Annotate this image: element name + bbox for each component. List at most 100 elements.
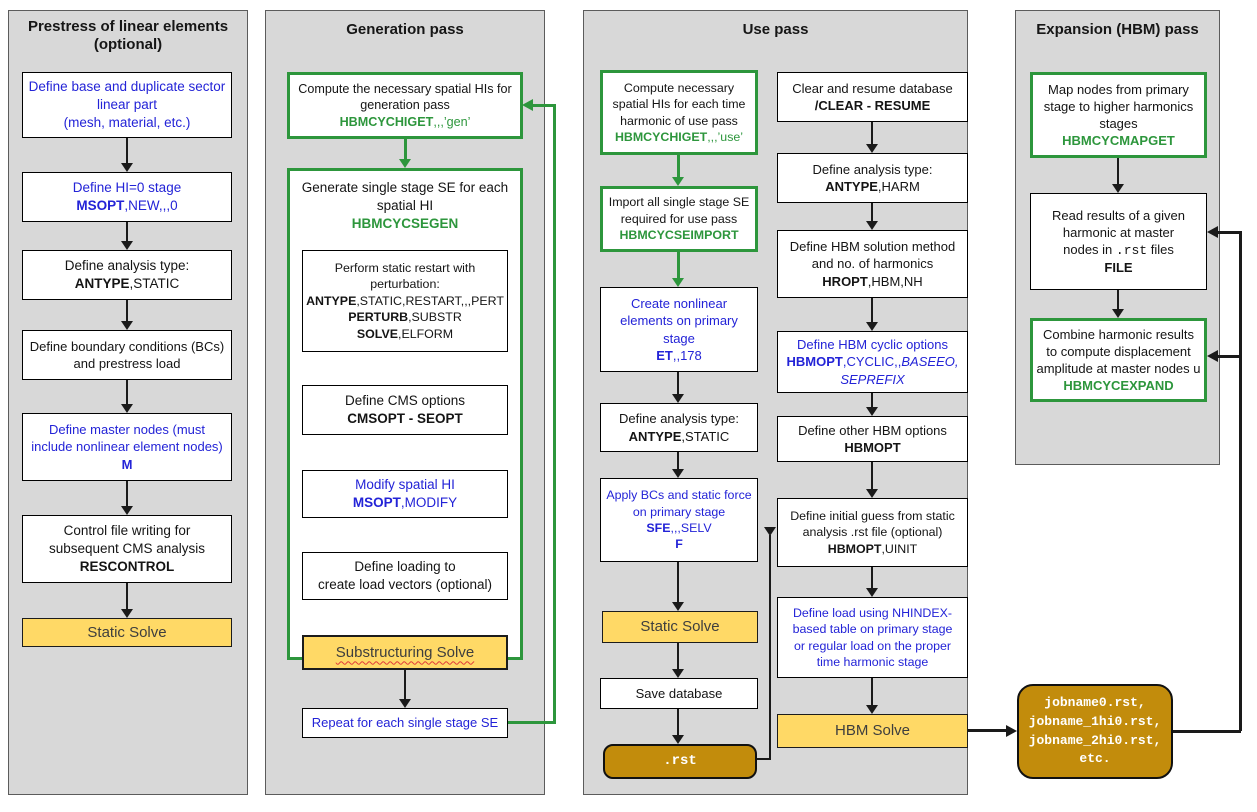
arrow-line: [871, 203, 873, 221]
arrow-down-icon: [866, 588, 878, 597]
arrow-line: [871, 298, 873, 322]
arrow-down-icon: [121, 506, 133, 515]
arrow-line: [871, 393, 873, 407]
arrow-down-icon: [866, 221, 878, 230]
arrow-down-icon: [672, 602, 684, 611]
loop-line-green: [508, 721, 555, 724]
box-save-database: Save database: [600, 678, 758, 709]
arrow-line: [677, 452, 679, 469]
arrow-down-icon: [672, 735, 684, 744]
box-hbm-solve: HBM Solve: [777, 714, 968, 748]
arrow-down-icon: [672, 177, 684, 186]
panel-title-expansion: Expansion (HBM) pass: [1036, 21, 1199, 38]
arrow-line-green: [404, 139, 407, 159]
feedback-line: [1173, 730, 1241, 733]
arrow-line: [677, 709, 679, 735]
arrow-right-icon: [1006, 725, 1017, 737]
arrow-line: [1117, 290, 1119, 309]
arrow-line: [677, 643, 679, 669]
arrow-line: [126, 138, 128, 163]
box-jobname-rst-files: jobname0.rst,jobname_1hi0.rst,jobname_2h…: [1017, 684, 1173, 779]
arrow-down-icon: [672, 278, 684, 287]
arrow-line: [126, 583, 128, 609]
arrow-down-icon: [121, 609, 133, 618]
box-static-solve-use: Static Solve: [602, 611, 758, 643]
arrow-line: [126, 300, 128, 321]
box-define-analysis-type-harm: Define analysis type:ANTYPE,HARM: [777, 153, 968, 203]
arrow-line: [1117, 158, 1119, 184]
arrow-line: [126, 481, 128, 506]
arrow-line: [126, 222, 128, 241]
box-substructuring-solve: Substructuring Solve: [302, 635, 508, 670]
arrow-left-icon: [1207, 350, 1218, 362]
arrow-down-icon: [866, 705, 878, 714]
arrow-down-icon: [121, 321, 133, 330]
box-define-bcs-prestress: Define boundary conditions (BCs)and pres…: [22, 330, 232, 380]
box-rst-file: .rst: [603, 744, 757, 779]
arrow-line: [871, 678, 873, 705]
arrow-line: [126, 380, 128, 404]
arrow-left-icon: [522, 99, 533, 111]
arrow-line: [968, 729, 1006, 732]
arrow-down-icon: [672, 394, 684, 403]
box-clear-resume: Clear and resume database/CLEAR - RESUME: [777, 72, 968, 122]
feedback-line: [1218, 231, 1241, 234]
box-repeat-each-se: Repeat for each single stage SE: [302, 708, 508, 738]
arrow-down-icon: [764, 527, 776, 536]
loop-line-green: [553, 104, 556, 724]
arrow-line: [677, 372, 679, 394]
arrow-down-icon: [672, 669, 684, 678]
arrow-line: [871, 567, 873, 588]
box-define-analysis-type-static-use: Define analysis type:ANTYPE,STATIC: [600, 403, 758, 452]
arrow-down-icon: [866, 407, 878, 416]
arrow-line-green: [677, 252, 680, 278]
arrow-down-icon: [866, 489, 878, 498]
arrow-down-icon: [121, 241, 133, 250]
arrow-down-icon: [1112, 184, 1124, 193]
box-static-solve-prestress: Static Solve: [22, 618, 232, 647]
arrow-down-icon: [866, 144, 878, 153]
panel-title-generation: Generation pass: [346, 21, 464, 38]
arrow-left-icon: [1207, 226, 1218, 238]
feedback-line: [1218, 355, 1241, 358]
rst-connector-line: [757, 758, 771, 760]
arrow-down-icon: [399, 159, 411, 168]
arrow-line: [871, 122, 873, 144]
arrow-down-icon: [866, 322, 878, 331]
arrow-down-icon: [672, 469, 684, 478]
box-define-load-nhindex: Define load using NHINDEX-based table on…: [777, 597, 968, 678]
panel-title-use: Use pass: [742, 21, 809, 38]
arrow-down-icon: [1112, 309, 1124, 318]
loop-line-green: [533, 104, 555, 107]
rst-connector-line: [769, 535, 771, 760]
feedback-line: [1239, 231, 1242, 731]
arrow-down-icon: [121, 404, 133, 413]
arrow-line-green: [677, 155, 680, 177]
arrow-line: [404, 670, 406, 699]
box-define-analysis-type-static: Define analysis type:ANTYPE,STATIC: [22, 250, 232, 300]
panel-prestress: [8, 10, 248, 795]
arrow-down-icon: [121, 163, 133, 172]
panel-title-prestress: Prestress of linear elements(optional): [27, 18, 229, 53]
